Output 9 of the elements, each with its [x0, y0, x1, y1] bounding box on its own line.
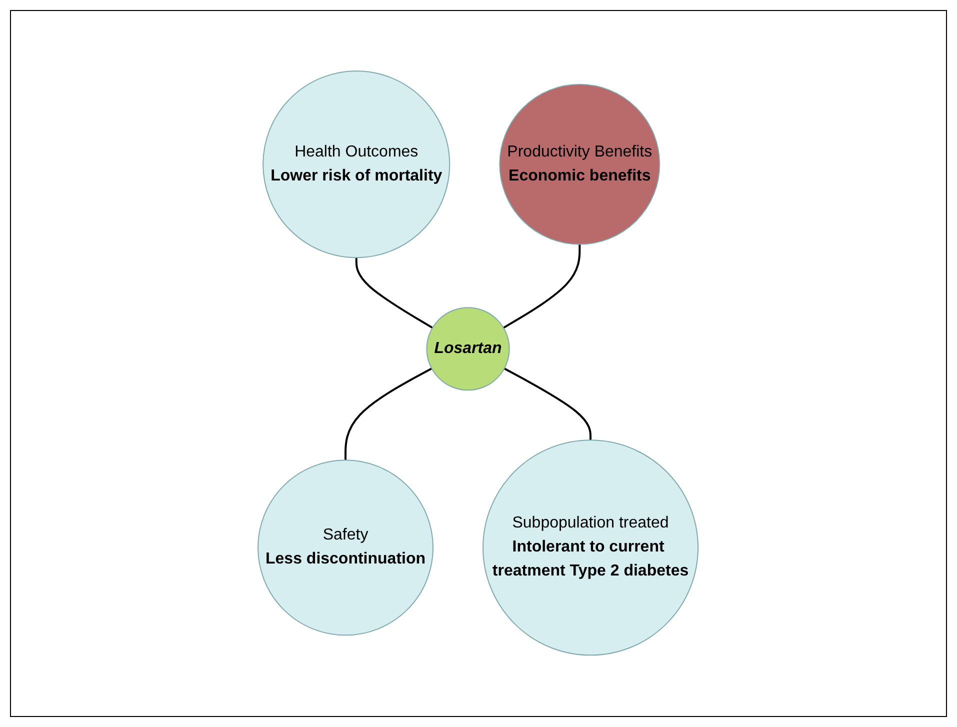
node-circle: Productivity Benefits Economic benefits	[500, 84, 661, 246]
node-circle: Losartan	[426, 308, 510, 392]
connector	[345, 368, 433, 461]
node-circle: Health Outcomes Lower risk of mortality	[263, 70, 451, 258]
connector	[356, 258, 434, 330]
node-circle: Safety Less discontinuation	[258, 460, 434, 636]
connector	[503, 244, 582, 330]
connector	[504, 368, 592, 441]
node-circle: Subpopulation treated Intolerant to current treatment Type 2 diabetes	[483, 440, 699, 656]
